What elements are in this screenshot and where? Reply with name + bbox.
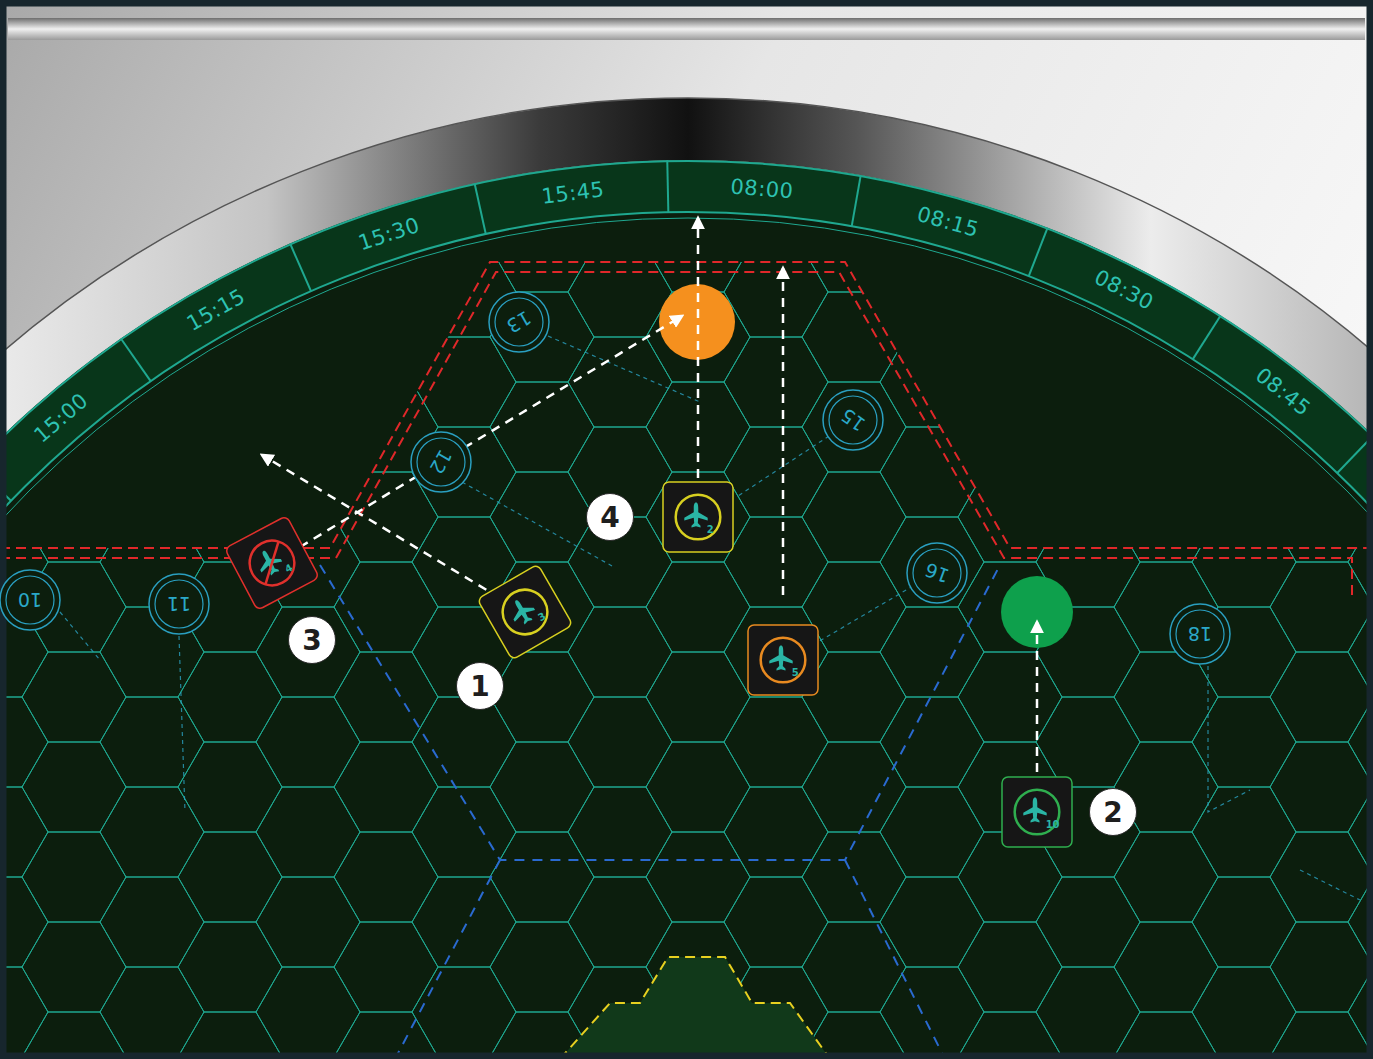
ring-line — [0, 212, 1373, 1059]
aircraft-token-shape — [662, 481, 734, 553]
route-line — [179, 636, 185, 812]
time-divider — [475, 183, 486, 234]
waypoint-circle: 16 — [906, 542, 968, 604]
aircraft-number: 10 — [1046, 819, 1060, 830]
ring-line — [0, 161, 1373, 1059]
aircraft-token: 5 — [747, 624, 819, 696]
waypoint-number: 11 — [167, 593, 191, 615]
waypoint-circle: 12 — [410, 431, 472, 493]
restricted-boundary — [0, 272, 1352, 600]
board-interior — [0, 212, 1373, 1059]
waypoint-number: 18 — [1188, 623, 1212, 645]
time-divider — [852, 175, 861, 226]
aircraft-number: 5 — [792, 667, 799, 678]
bezel-edge — [0, 98, 1373, 1059]
time-divider — [1029, 228, 1048, 276]
move-arrow — [300, 316, 682, 547]
time-divider — [1193, 316, 1221, 360]
route-line — [1300, 870, 1360, 900]
callout-number: 4 — [586, 493, 634, 541]
waypoint-circle: 10 — [0, 569, 61, 631]
route-line — [818, 586, 913, 642]
time-divider — [121, 339, 151, 382]
callout-number: 3 — [288, 616, 336, 664]
hex-grid — [0, 112, 1373, 1059]
callout-number: 1 — [456, 662, 504, 710]
aircraft-token-shape — [1001, 776, 1073, 848]
aircraft-token-shape — [747, 624, 819, 696]
move-arrow — [1036, 622, 1039, 772]
aircraft-number: 2 — [707, 524, 714, 535]
route-line — [1208, 666, 1250, 812]
route-line — [60, 612, 100, 660]
waypoint-circle: 13 — [488, 291, 550, 353]
runway-zone — [560, 957, 830, 1059]
waypoint-number: 10 — [18, 589, 42, 611]
waypoint-circle: 18 — [1169, 603, 1231, 665]
time-divider — [667, 160, 668, 212]
waypoint-circle: 11 — [148, 573, 210, 635]
time-slot: 08:00 — [730, 174, 795, 203]
move-arrow — [782, 268, 785, 595]
callout-number: 2 — [1089, 788, 1137, 836]
time-divider — [290, 243, 311, 291]
move-arrow — [697, 218, 700, 478]
aircraft-token: 2 — [662, 481, 734, 553]
aircraft-token: 10 — [1001, 776, 1073, 848]
ring-line — [0, 218, 1373, 1059]
approach-boundary — [320, 565, 1000, 1059]
waypoint-circle: 15 — [822, 389, 884, 451]
